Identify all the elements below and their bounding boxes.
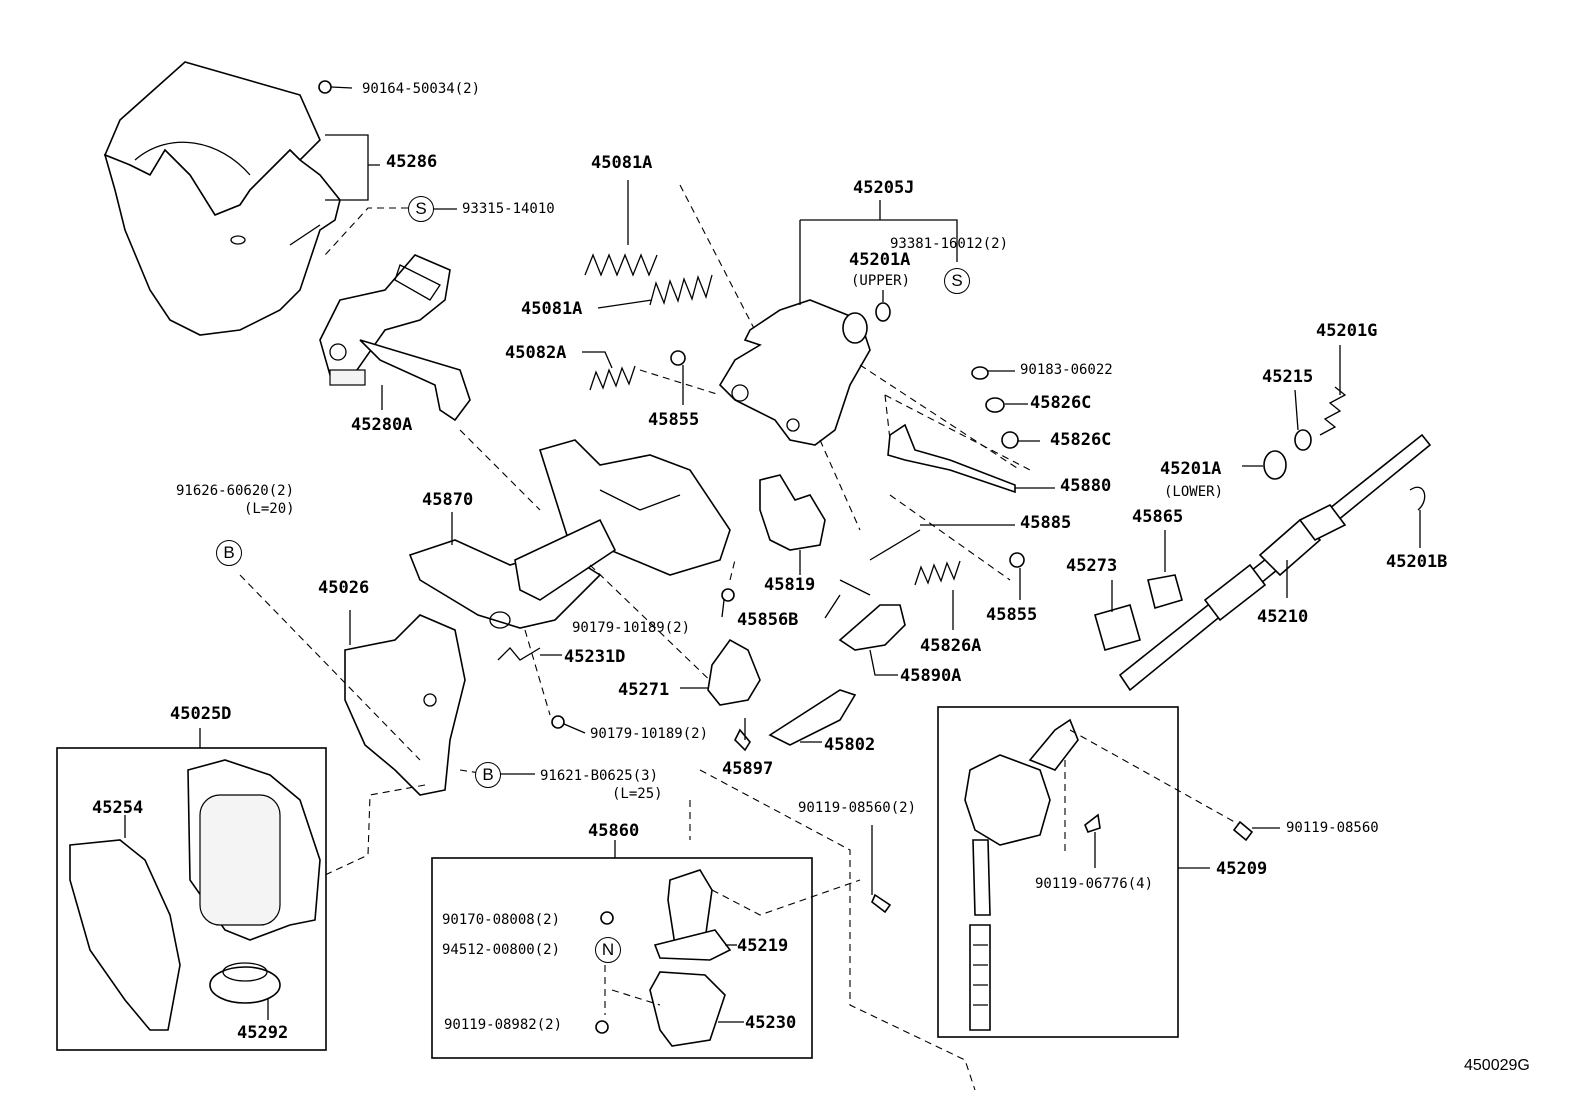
tilt-lever-illustration	[718, 299, 871, 446]
label-45230: 45230	[745, 1013, 797, 1033]
label-90119-08560: 90119-08560	[1286, 820, 1379, 836]
label-45271: 45271	[618, 680, 670, 700]
label-45280a: 45280A	[351, 415, 413, 435]
label-45856b: 45856B	[737, 610, 799, 630]
group-box-45025d	[56, 747, 327, 1051]
label-45855-upper: 45855	[648, 410, 700, 430]
label-45897: 45897	[722, 759, 774, 779]
label-45026: 45026	[318, 578, 370, 598]
spring-45081a-mid	[649, 274, 713, 306]
symbol-s-right: S	[944, 268, 970, 294]
symbol-b-mid: B	[475, 762, 501, 788]
label-90119-08982: 90119-08982(2)	[444, 1017, 563, 1033]
label-45201b: 45201B	[1386, 552, 1448, 572]
label-91621-b0625: 91621-B0625(3)	[540, 768, 659, 784]
label-90179-10189-lower: 90179-10189(2)	[590, 726, 709, 742]
screw-90164-illustration	[318, 80, 353, 94]
label-91626-length: (L=20)	[244, 501, 295, 517]
label-94512-00800: 94512-00800(2)	[442, 942, 561, 958]
label-91626-60620: 91626-60620(2)	[176, 483, 295, 499]
group-box-45860	[431, 857, 813, 1059]
label-45885: 45885	[1020, 513, 1072, 533]
label-lower-note: (LOWER)	[1164, 484, 1224, 500]
symbol-b-left: B	[216, 540, 242, 566]
label-45254: 45254	[92, 798, 144, 818]
label-90170-08008: 90170-08008(2)	[442, 912, 561, 928]
tilt-bracket-illustration	[319, 254, 471, 422]
label-45205j: 45205J	[853, 178, 915, 198]
label-45292: 45292	[237, 1023, 289, 1043]
label-45860: 45860	[588, 821, 640, 841]
diagram-code: 450029G	[1464, 1057, 1530, 1074]
label-93381-16012: 93381-16012(2)	[890, 236, 1009, 252]
label-90164-50034: 90164-50034(2)	[362, 81, 481, 97]
label-upper-note: (UPPER)	[851, 273, 911, 289]
label-45219: 45219	[737, 936, 789, 956]
label-45081a-top: 45081A	[591, 153, 653, 173]
spring-45826a	[914, 560, 961, 586]
label-93315-14010: 93315-14010	[462, 201, 555, 217]
label-45880: 45880	[1060, 476, 1112, 496]
spring-45081a-top	[584, 253, 658, 277]
spring-45082a	[589, 365, 636, 391]
group-box-45209	[937, 706, 1179, 1038]
label-45890a: 45890A	[900, 666, 962, 686]
label-45826c-b: 45826C	[1050, 430, 1112, 450]
label-45215: 45215	[1262, 367, 1314, 387]
label-91621-length: (L=25)	[612, 786, 663, 802]
label-45870: 45870	[422, 490, 474, 510]
bushing-45273	[1094, 604, 1141, 651]
label-45201a-upper: 45201A	[849, 250, 911, 270]
steering-shaft-illustration	[1118, 433, 1432, 692]
label-45231d: 45231D	[564, 647, 626, 667]
label-90183-06022: 90183-06022	[1020, 362, 1113, 378]
symbol-n: N	[595, 937, 621, 963]
label-45826a: 45826A	[920, 636, 982, 656]
label-45802: 45802	[824, 735, 876, 755]
label-45286: 45286	[386, 152, 438, 172]
boot-45026-illustration	[344, 614, 466, 796]
label-45025d: 45025D	[170, 704, 232, 724]
bushing-45865	[1147, 574, 1183, 610]
label-45209: 45209	[1216, 859, 1268, 879]
column-tube-illustration	[408, 439, 731, 629]
column-cover-illustration	[103, 61, 341, 336]
label-45865: 45865	[1132, 507, 1184, 527]
label-45082a: 45082A	[505, 343, 567, 363]
label-45201a-lower: 45201A	[1160, 459, 1222, 479]
label-45819: 45819	[764, 575, 816, 595]
label-90119-08560-2: 90119-08560(2)	[798, 800, 917, 816]
symbol-s-top: S	[408, 196, 434, 222]
label-45201g: 45201G	[1316, 321, 1378, 341]
label-45826c-a: 45826C	[1030, 393, 1092, 413]
label-45273: 45273	[1066, 556, 1118, 576]
label-90119-06776: 90119-06776(4)	[1035, 876, 1154, 892]
label-45855-lower: 45855	[986, 605, 1038, 625]
label-45081a-mid: 45081A	[521, 299, 583, 319]
label-45210: 45210	[1257, 607, 1309, 627]
label-90179-10189-upper: 90179-10189(2)	[572, 620, 691, 636]
